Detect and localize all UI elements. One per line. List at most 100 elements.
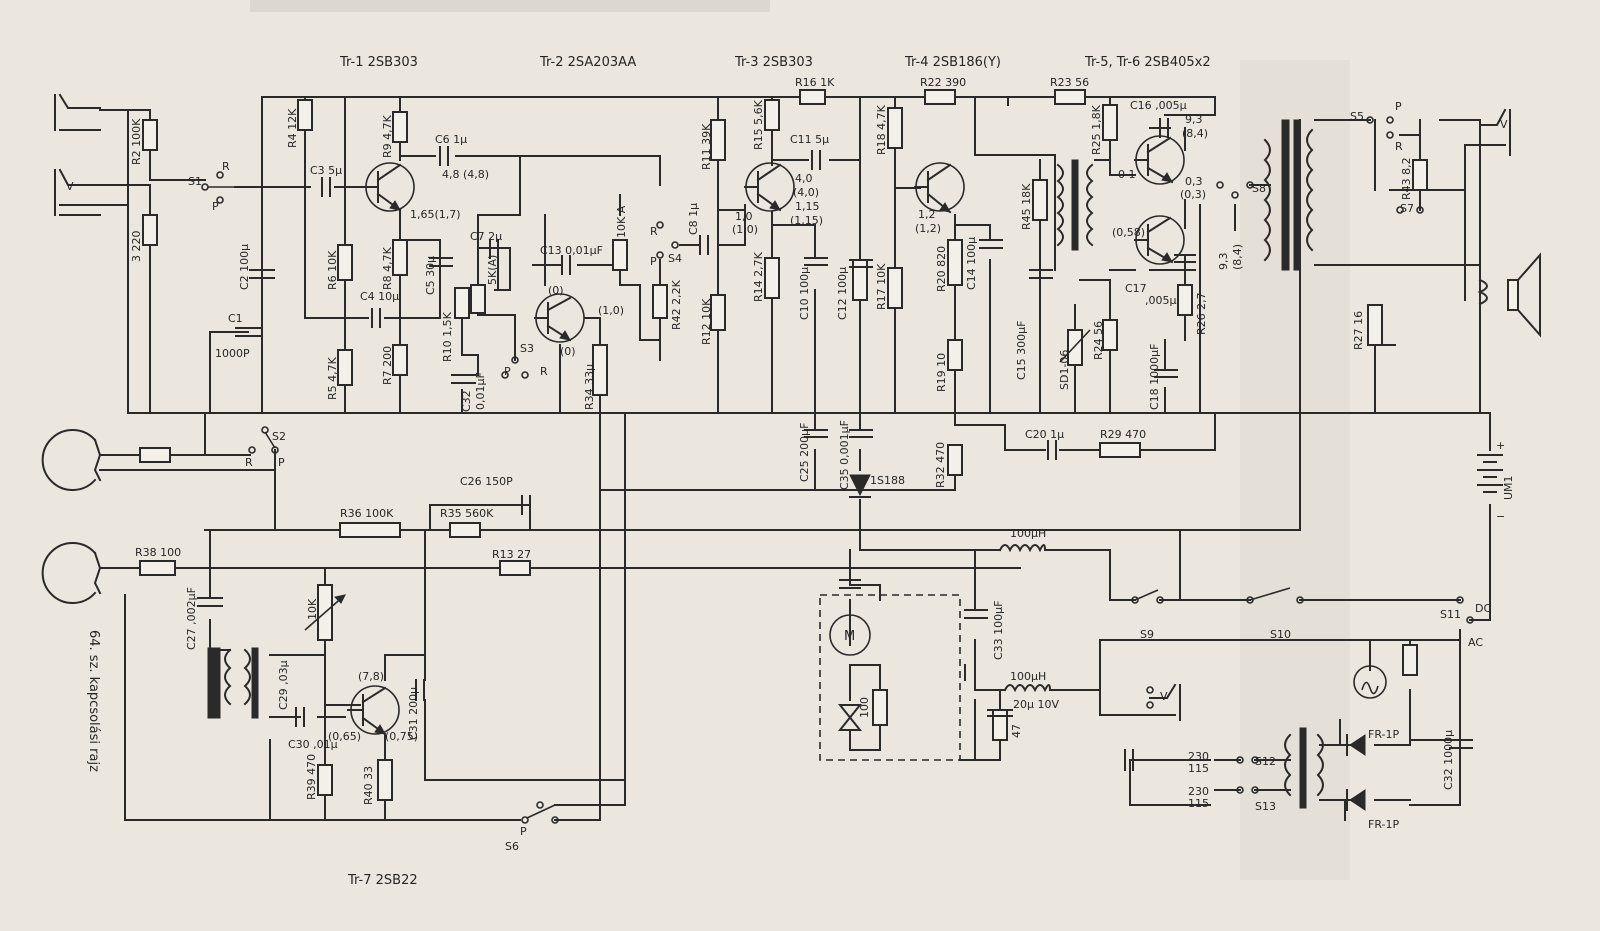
- label-r40: R40 33: [362, 766, 375, 805]
- label-s4-p: P: [650, 255, 657, 268]
- label-r17: R17 10K: [875, 263, 888, 310]
- label-r6: R6 10K: [326, 250, 339, 290]
- label-c8: C8 1µ: [687, 203, 700, 235]
- label-r36: R36 100K: [340, 507, 394, 520]
- label-r11: R11 39K: [700, 123, 713, 170]
- label-r27: R27 16: [1352, 311, 1365, 350]
- label-r29: R29 470: [1100, 428, 1146, 441]
- speaker: [1477, 252, 1541, 338]
- label-s2: S2: [272, 430, 286, 443]
- label-tr3: Tr-3 2SB303: [734, 55, 813, 70]
- label-c7: C7 2µ: [470, 230, 502, 243]
- label-s13: S13: [1255, 800, 1276, 813]
- label-v20: 9,3: [1217, 253, 1230, 271]
- label-c20-10v: 20µ 10V: [1013, 698, 1059, 711]
- misc-labels: 1S188 SD1-06 UM1 + − M FR-1P FR-1P 230 1…: [66, 118, 1515, 831]
- label-s3-p: P: [504, 365, 511, 378]
- label-r42: R42 2,2K: [670, 279, 683, 330]
- label-r26: R26 2,7: [1195, 292, 1208, 335]
- label-c2: C2 100µ: [238, 244, 251, 290]
- label-battery-minus: −: [1496, 510, 1505, 523]
- label-l1: 100µH: [1010, 527, 1046, 540]
- transistor-tr6: [1134, 215, 1185, 265]
- transistor-tr3: [744, 162, 795, 212]
- label-c31: C31 200µ: [407, 687, 420, 740]
- label-v14: 9,3: [1185, 113, 1203, 126]
- label-v21: (8,4): [1231, 244, 1244, 270]
- label-tr56: Tr-5, Tr-6 2SB405x2: [1084, 55, 1211, 70]
- label-r20: R20 820: [935, 246, 948, 292]
- label-tr4: Tr-4 2SB186(Y): [904, 55, 1001, 70]
- diagram-title: 64. sz. kapcsolási rajz: [86, 630, 101, 772]
- label-v5: (0): [560, 345, 576, 358]
- transformers: [207, 119, 1324, 809]
- label-v3: (0): [548, 284, 564, 297]
- label-r24: R24 56: [1092, 321, 1105, 360]
- transistor-tr5: [1134, 135, 1185, 185]
- label-c33: C33 100µF: [992, 601, 1005, 661]
- label-v4: (1,0): [598, 304, 624, 317]
- label-r100: 100: [858, 697, 871, 718]
- label-motor: M: [844, 629, 855, 644]
- label-v13: (1,2): [915, 222, 941, 235]
- label-v22: (7,8): [358, 670, 384, 683]
- label-c5: C5 30µ: [424, 256, 437, 295]
- label-c27: C27 ,002µF: [185, 587, 198, 650]
- switch-contacts: [201, 116, 1474, 824]
- label-r16: R16 1K: [795, 76, 835, 89]
- label-s4: S4: [668, 252, 682, 265]
- label-c35: C35 0,001µF: [838, 420, 851, 490]
- label-s9: S9: [1140, 628, 1154, 641]
- label-pot-10ka: 10K A: [615, 205, 628, 238]
- label-r4: R4 12K: [286, 108, 299, 148]
- label-tr1: Tr-1 2SB303: [339, 55, 418, 70]
- inductors: [998, 544, 1052, 693]
- motor-block: [819, 579, 976, 761]
- label-l2: 100µH: [1010, 670, 1046, 683]
- input-jack-1: [54, 93, 101, 131]
- label-r10: R10 1,5K: [441, 311, 454, 362]
- label-s1-p: P: [212, 200, 219, 213]
- ext-jack: [1149, 683, 1181, 721]
- label-pot-5k: 5K(A): [486, 255, 499, 285]
- label-s6-p: P: [520, 825, 527, 838]
- label-r5: R5 4,7K: [326, 356, 339, 400]
- label-r18: R18 4,7K: [875, 104, 888, 155]
- label-c32: C32 1000µ: [1442, 730, 1455, 790]
- label-s2-p: P: [278, 456, 285, 469]
- label-r14: R14 2,7K: [752, 251, 765, 302]
- label-c4: C4 10µ: [360, 290, 399, 303]
- label-v15: (8,4): [1182, 127, 1208, 140]
- label-r23: R23 56: [1050, 76, 1089, 89]
- label-r7: R7 200: [381, 346, 394, 385]
- wiring: [99, 96, 1501, 821]
- label-c1: C1: [228, 312, 243, 325]
- label-r8: R8 4,7K: [381, 246, 394, 290]
- label-c15: C15 300µF: [1015, 321, 1028, 381]
- diodes: [849, 474, 1366, 811]
- label-230a: 230: [1188, 750, 1209, 763]
- label-v1: 4,8 (4,8): [442, 168, 489, 181]
- label-battery: UM1: [1502, 475, 1515, 500]
- label-fr2: FR-1P: [1368, 818, 1399, 831]
- label-thermistor: SD1-06: [1058, 350, 1071, 390]
- label-v9: (1,0): [732, 223, 758, 236]
- voltage-labels: 4,8 (4,8) 1,65(1,7) (0) (1,0) (0) 4,0 (4…: [328, 113, 1244, 743]
- label-diode: 1S188: [870, 474, 905, 487]
- label-s3-r: R: [540, 365, 548, 378]
- label-c10: C10 100µ: [798, 267, 811, 320]
- label-s10: S10: [1270, 628, 1291, 641]
- label-r35: R35 560K: [440, 507, 494, 520]
- label-jack-v: V: [1160, 690, 1168, 703]
- label-s2-r: R: [245, 456, 253, 469]
- inductor-labels: 100µH 100µH: [1010, 527, 1046, 683]
- label-c16: C16 ,005µ: [1130, 99, 1187, 112]
- label-v17: 0,3: [1185, 175, 1203, 188]
- label-r3: 3 220: [130, 231, 143, 263]
- label-r22: R22 390: [920, 76, 966, 89]
- label-c17-value: ,005µ: [1145, 294, 1177, 307]
- label-s1: S1: [188, 175, 202, 188]
- label-s11-dc: DC: [1475, 602, 1491, 615]
